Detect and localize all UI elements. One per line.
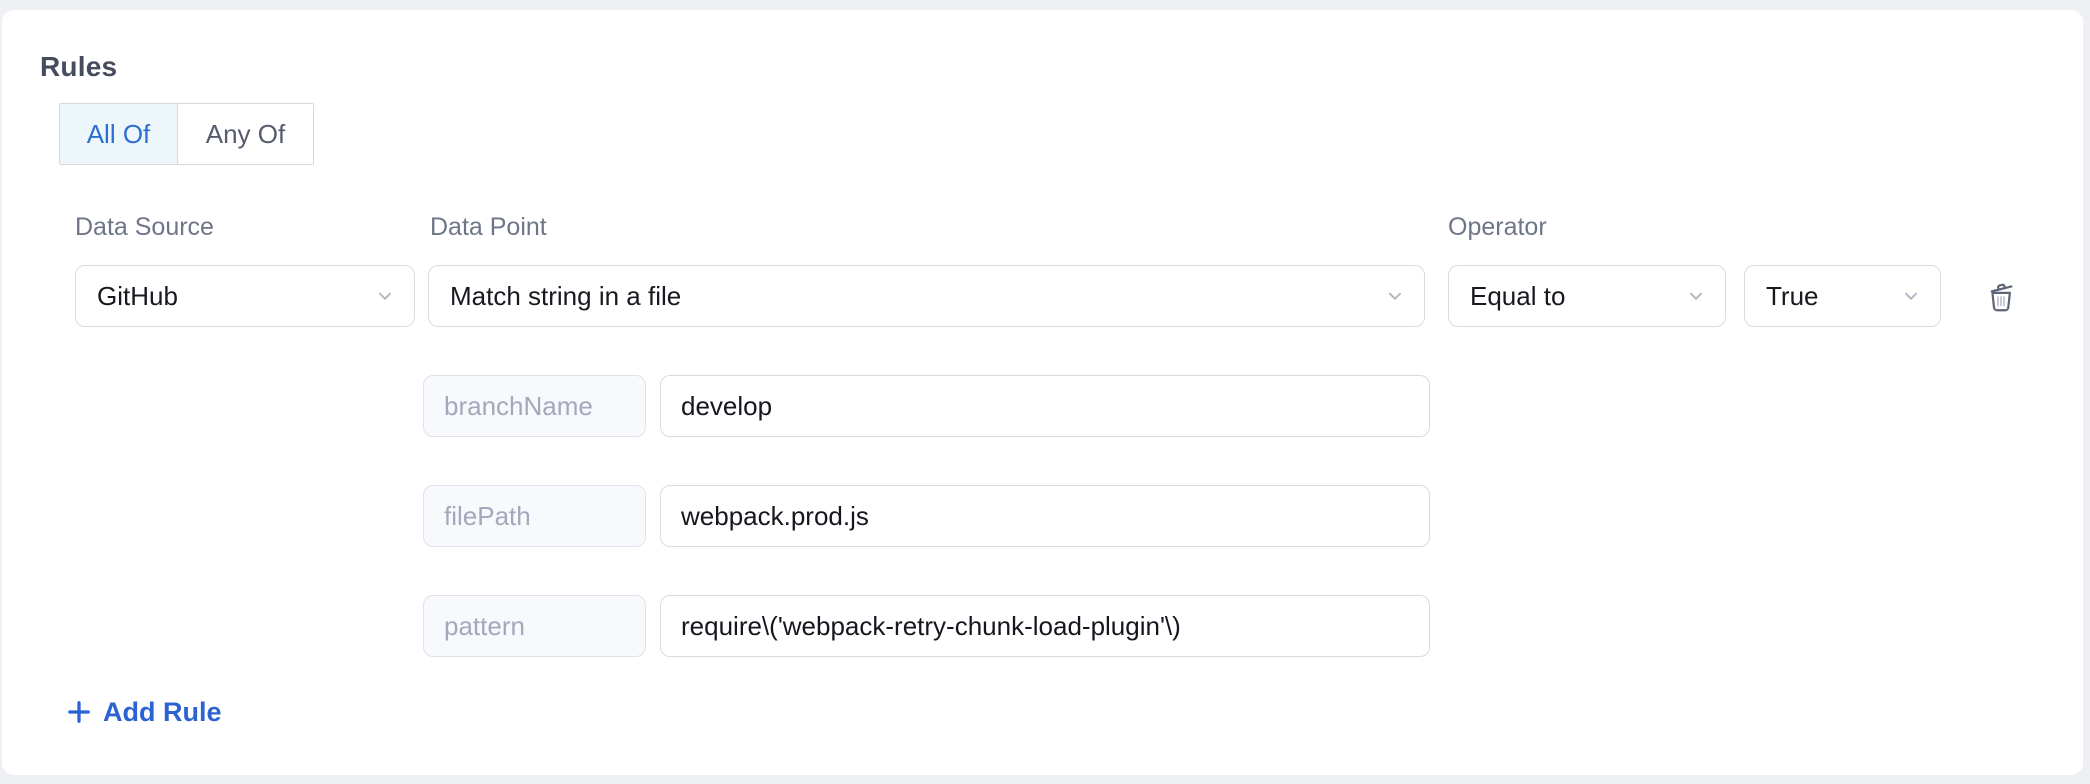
param-value-input[interactable] xyxy=(660,485,1430,547)
param-value-input[interactable] xyxy=(660,595,1430,657)
expected-value-select[interactable]: True xyxy=(1744,265,1941,327)
param-value-input[interactable] xyxy=(660,375,1430,437)
toggle-all-of[interactable]: All Of xyxy=(60,104,178,164)
operator-label: Operator xyxy=(1448,213,1547,241)
operator-value: Equal to xyxy=(1470,280,1566,311)
data-point-label: Data Point xyxy=(430,213,547,241)
param-key-field: pattern xyxy=(423,595,646,657)
delete-rule-button[interactable] xyxy=(1976,272,2026,322)
data-point-value: Match string in a file xyxy=(450,280,682,311)
data-source-label: Data Source xyxy=(75,213,214,241)
data-point-select[interactable]: Match string in a file xyxy=(428,265,1425,327)
chevron-down-icon xyxy=(374,285,396,307)
plus-icon xyxy=(66,699,92,725)
toggle-any-of[interactable]: Any Of xyxy=(178,104,313,164)
trash-icon xyxy=(1982,277,2020,318)
add-rule-label: Add Rule xyxy=(103,696,222,727)
expected-value: True xyxy=(1766,280,1819,311)
match-mode-toggle: All Of Any Of xyxy=(59,103,314,165)
chevron-down-icon xyxy=(1685,285,1707,307)
param-key-field: filePath xyxy=(423,485,646,547)
data-source-value: GitHub xyxy=(97,280,178,311)
rules-heading: Rules xyxy=(40,51,118,82)
add-rule-button[interactable]: Add Rule xyxy=(66,694,222,730)
operator-select[interactable]: Equal to xyxy=(1448,265,1726,327)
param-key-field: branchName xyxy=(423,375,646,437)
data-source-select[interactable]: GitHub xyxy=(75,265,415,327)
chevron-down-icon xyxy=(1900,285,1922,307)
chevron-down-icon xyxy=(1384,285,1406,307)
rules-panel: Rules All Of Any Of Data Source Data Poi… xyxy=(2,10,2083,775)
